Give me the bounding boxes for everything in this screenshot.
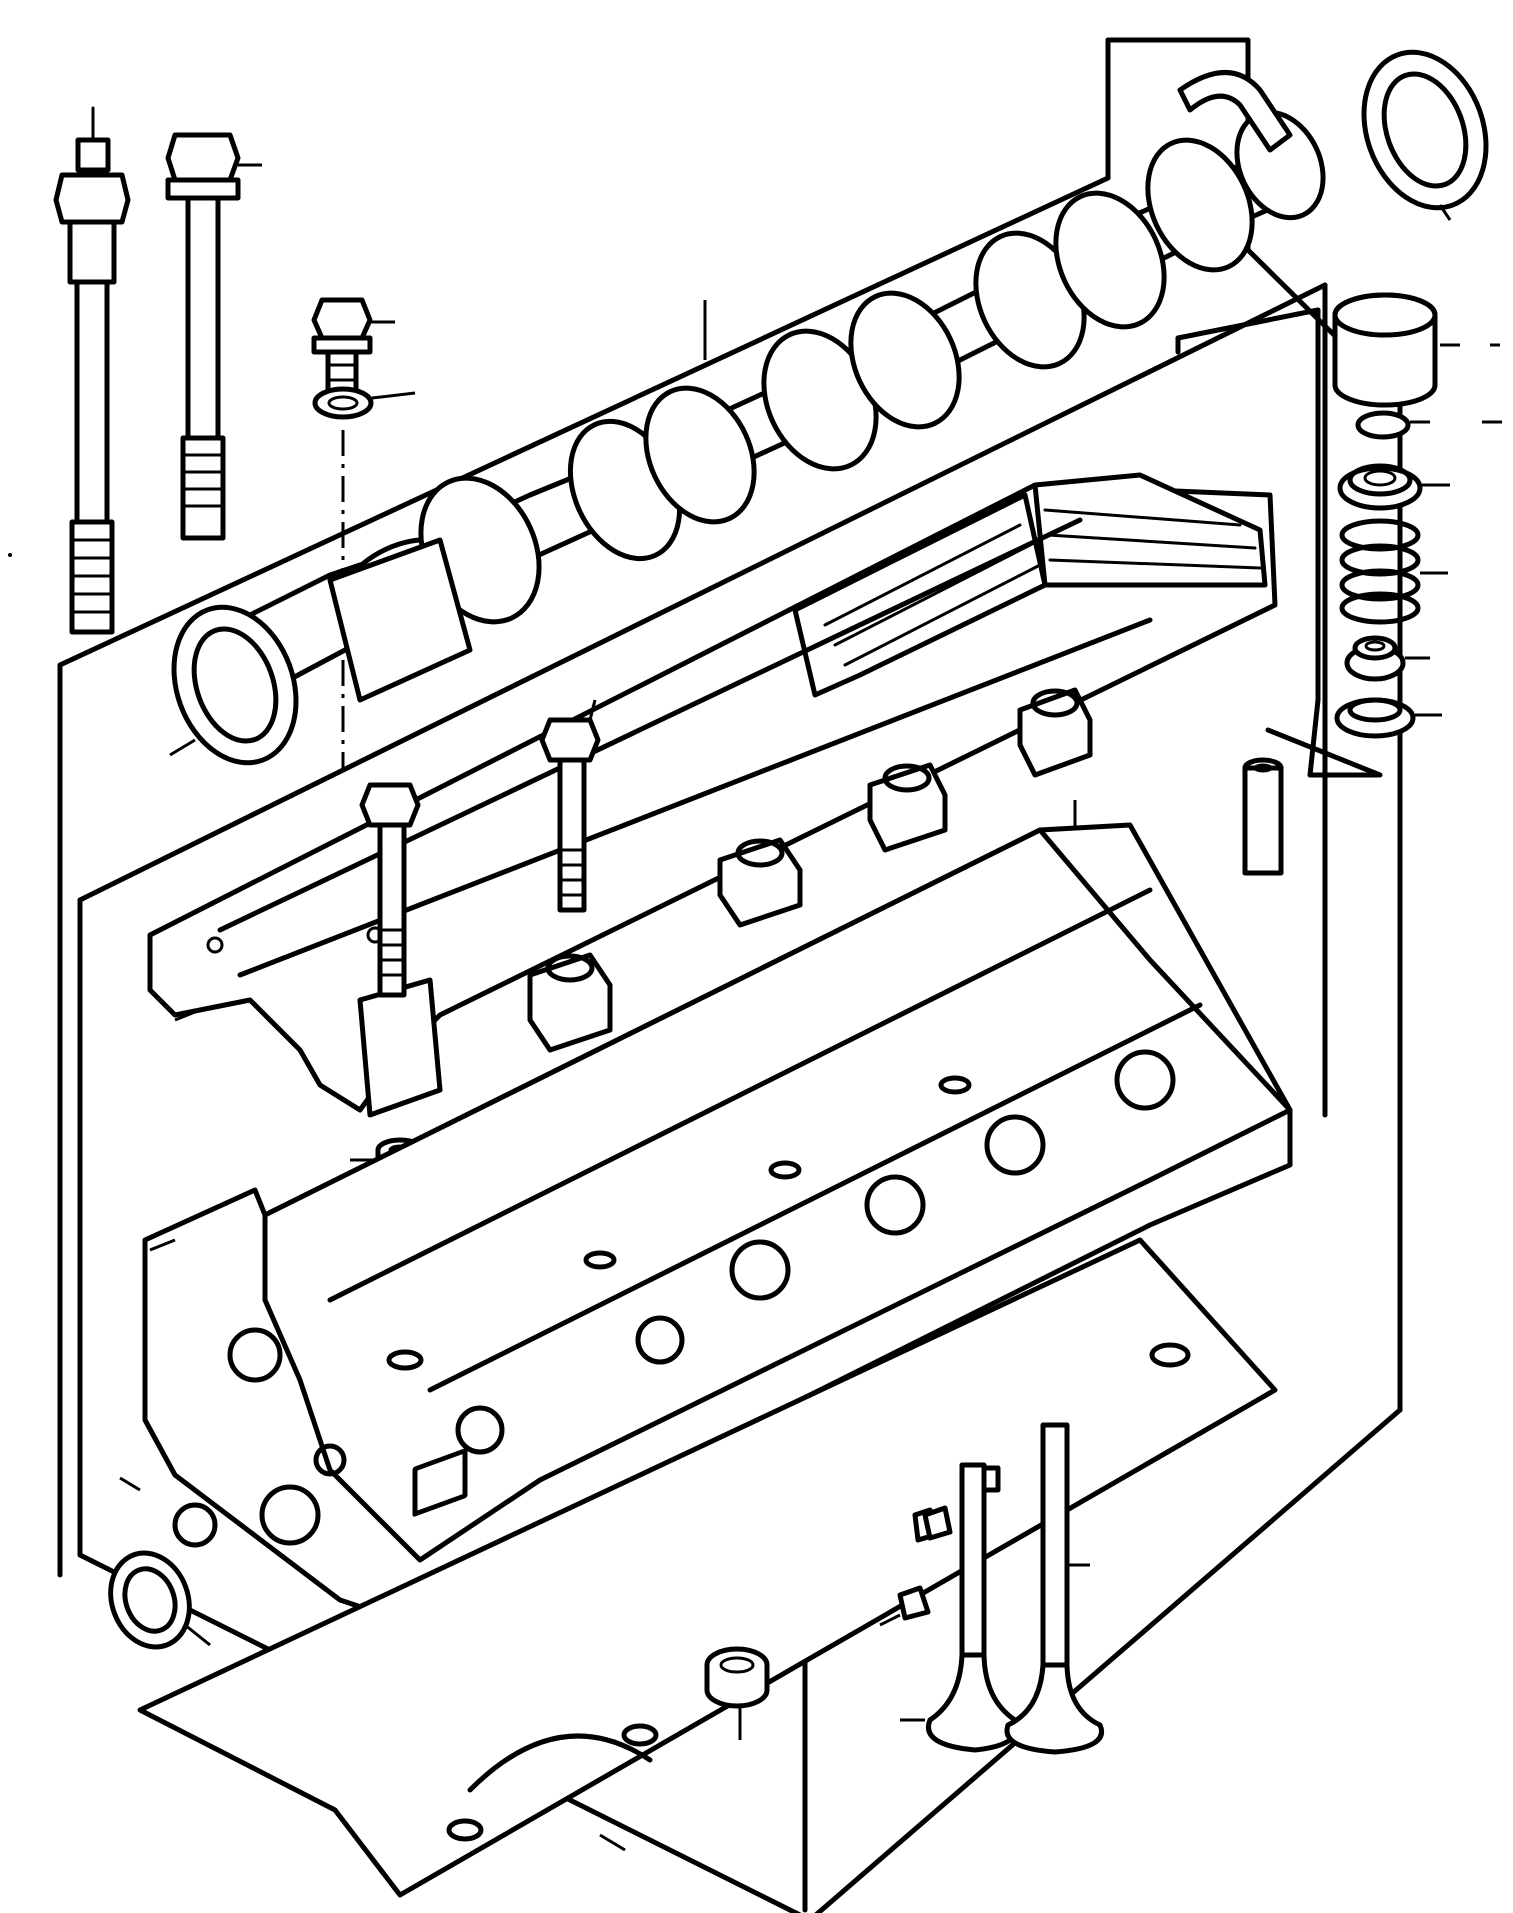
camshaft-thrust-plate xyxy=(1177,70,1293,153)
camshaft-seal-front xyxy=(169,604,299,766)
head-plug xyxy=(108,1550,211,1650)
inlet-valve xyxy=(900,1462,1019,1753)
scan-speck xyxy=(8,553,12,557)
frame-valvegear-top xyxy=(1175,307,1321,703)
spring-retainer xyxy=(1337,463,1450,511)
head-gasket xyxy=(137,1237,1278,1898)
camshaft xyxy=(247,109,1326,703)
valve-collets xyxy=(879,1505,953,1627)
cylinder-head xyxy=(119,822,1293,1633)
cam-carrier xyxy=(147,472,1278,1118)
stem-seal xyxy=(1344,635,1430,682)
valve-spring xyxy=(1339,518,1448,625)
bolt-washer xyxy=(312,386,416,420)
valve-shim xyxy=(1355,410,1502,440)
head-stud xyxy=(53,106,131,635)
frame-camshaft-left xyxy=(57,37,1111,1578)
frame-valvegear-bottom xyxy=(1307,697,1381,778)
spring-seat xyxy=(1334,697,1442,739)
frame-carrier-top xyxy=(77,282,1328,903)
head-plug-lower xyxy=(704,1646,770,1740)
valve-guide xyxy=(1242,757,1284,876)
camshaft-seal-rear xyxy=(1361,49,1489,221)
carrier-bolts xyxy=(359,699,601,998)
head-bolt xyxy=(165,132,262,541)
frame-bottom-right xyxy=(814,1407,1403,1913)
tappet-bucket xyxy=(1332,292,1500,408)
exhaust-valve xyxy=(1004,1422,1104,1755)
cam-cover-bolt xyxy=(311,297,395,400)
